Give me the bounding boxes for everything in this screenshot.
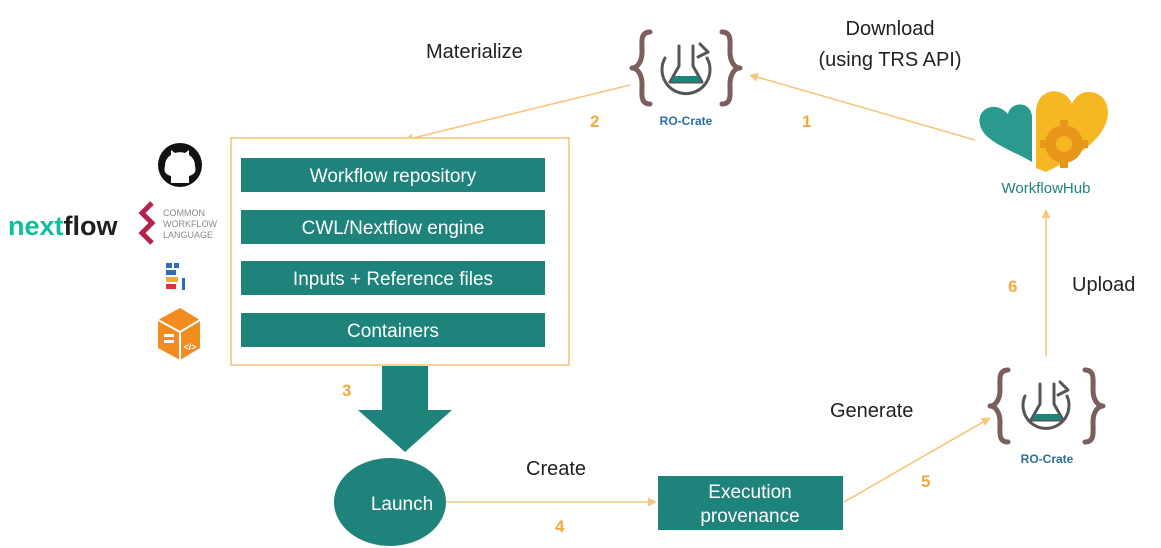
launch-down-arrow — [358, 366, 452, 452]
step-number-5: 5 — [921, 472, 930, 491]
cwl-line2: WORKFLOW — [163, 219, 218, 229]
flask-liquid — [1032, 414, 1062, 420]
create-label: Create — [526, 458, 586, 480]
step-number-1: 1 — [802, 112, 811, 131]
materialized-item: CWL/Nextflow engine — [241, 210, 545, 244]
materialized-item: Inputs + Reference files — [241, 261, 545, 295]
ro-crate-logo-bottom: RO-Crate — [987, 367, 1106, 466]
step-number-3: 3 — [342, 381, 351, 400]
step-number-2: 2 — [590, 112, 599, 131]
arrow-generate — [843, 417, 991, 503]
arrow-materialize — [404, 84, 631, 143]
container-package-icon: </> — [157, 308, 201, 360]
item-label: Inputs + Reference files — [293, 269, 493, 290]
crate-icon — [987, 367, 1106, 445]
nextflow-wordmark: nextflow — [8, 211, 119, 241]
database-icon — [166, 263, 185, 290]
download-label-line1: Download — [846, 18, 935, 40]
ro-crate-logo-top: RO-Crate — [629, 29, 743, 128]
ro-crate-label-top: RO-Crate — [660, 114, 713, 128]
workflowhub-logo: WorkflowHub — [979, 91, 1108, 197]
item-label: CWL/Nextflow engine — [302, 218, 485, 239]
cwl-line3: LANGUAGE — [163, 230, 213, 240]
cwl-logo: COMMON WORKFLOW LANGUAGE — [138, 201, 218, 245]
cwl-line1: COMMON — [163, 208, 205, 218]
github-octocat-icon — [164, 150, 196, 183]
materialized-item: Workflow repository — [241, 158, 545, 192]
github-logo — [158, 143, 202, 187]
launch-label: Launch — [371, 494, 433, 515]
step-number-4: 4 — [555, 517, 565, 536]
launch-node: Launch — [334, 458, 446, 546]
item-label: Workflow repository — [310, 166, 477, 187]
cwl-zigzag-icon — [138, 201, 156, 245]
download-label-line2: (using TRS API) — [818, 49, 961, 71]
crate-icon — [629, 29, 743, 107]
nextflow-logo: nextflow — [8, 211, 119, 241]
execution-provenance-node: Execution provenance — [658, 476, 843, 530]
materialized-item: Containers — [241, 313, 545, 347]
workflowhub-name: WorkflowHub — [1002, 180, 1091, 197]
upload-label: Upload — [1072, 274, 1135, 296]
execution-provenance-line2: provenance — [700, 506, 799, 527]
ro-crate-label-bottom: RO-Crate — [1021, 452, 1074, 466]
materialize-label: Materialize — [426, 41, 523, 63]
step-number-6: 6 — [1008, 277, 1017, 296]
generate-label: Generate — [830, 400, 913, 422]
item-label: Containers — [347, 321, 439, 342]
flask-liquid — [671, 76, 701, 82]
gear-icon — [1040, 120, 1088, 168]
execution-provenance-line1: Execution — [708, 482, 791, 503]
teal-heart-icon — [979, 104, 1032, 162]
code-glyph: </> — [183, 342, 196, 352]
arrow-download — [749, 72, 976, 141]
materialized-box: Workflow repository CWL/Nextflow engine … — [230, 137, 570, 366]
